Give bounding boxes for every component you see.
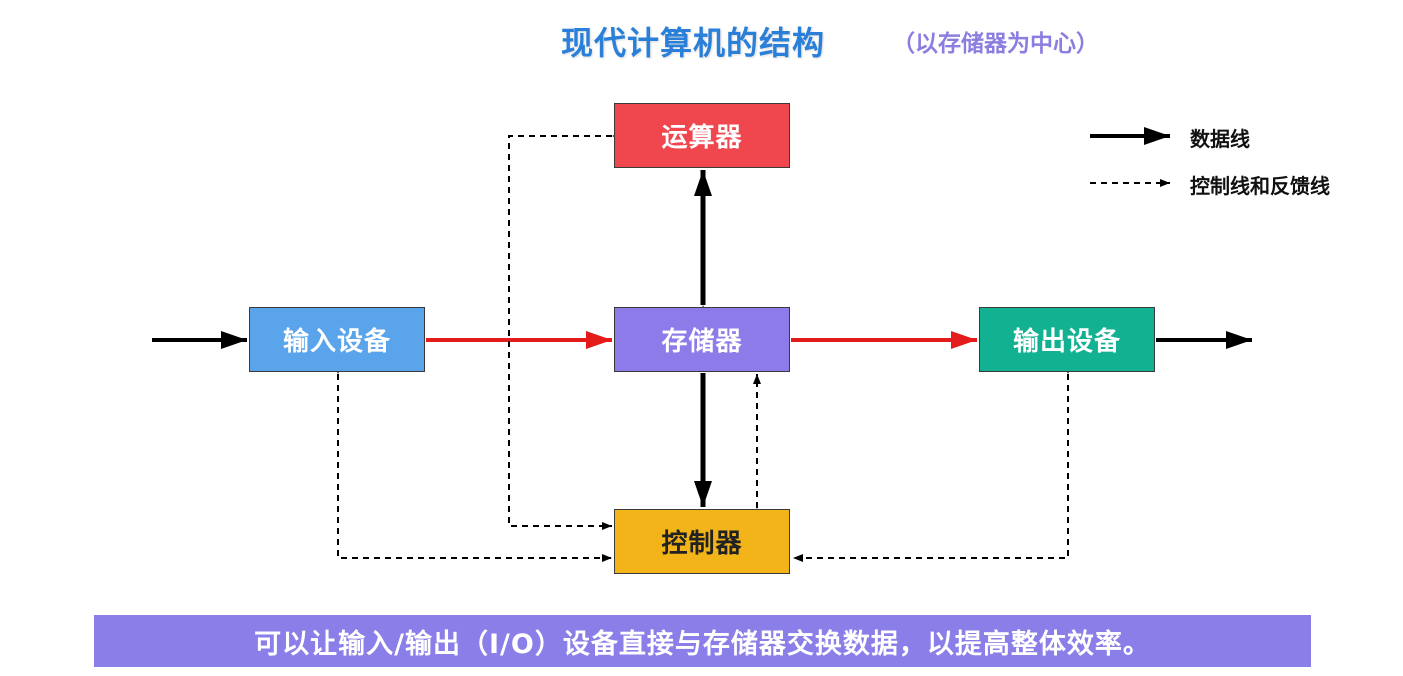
legend-data-line-label: 数据线 (1190, 127, 1250, 151)
summary-banner: 可以让输入/输出（I/O）设备直接与存储器交换数据，以提高整体效率。 (94, 615, 1311, 667)
output-control-dashed (793, 364, 1072, 562)
input-control-dashed (334, 364, 612, 562)
alu-box: 运算器 (614, 103, 790, 168)
page-title: 现代计算机的结构 (561, 24, 826, 62)
alu-control-dashed (508, 132, 622, 530)
input-device-box: 输入设备 (249, 307, 425, 372)
legend-control-line-label: 控制线和反馈线 (1190, 174, 1330, 198)
memory-box: 存储器 (614, 307, 790, 372)
page-subtitle: （以存储器为中心） (892, 31, 1099, 57)
control-unit-box: 控制器 (614, 509, 790, 574)
output-device-box: 输出设备 (979, 307, 1155, 372)
